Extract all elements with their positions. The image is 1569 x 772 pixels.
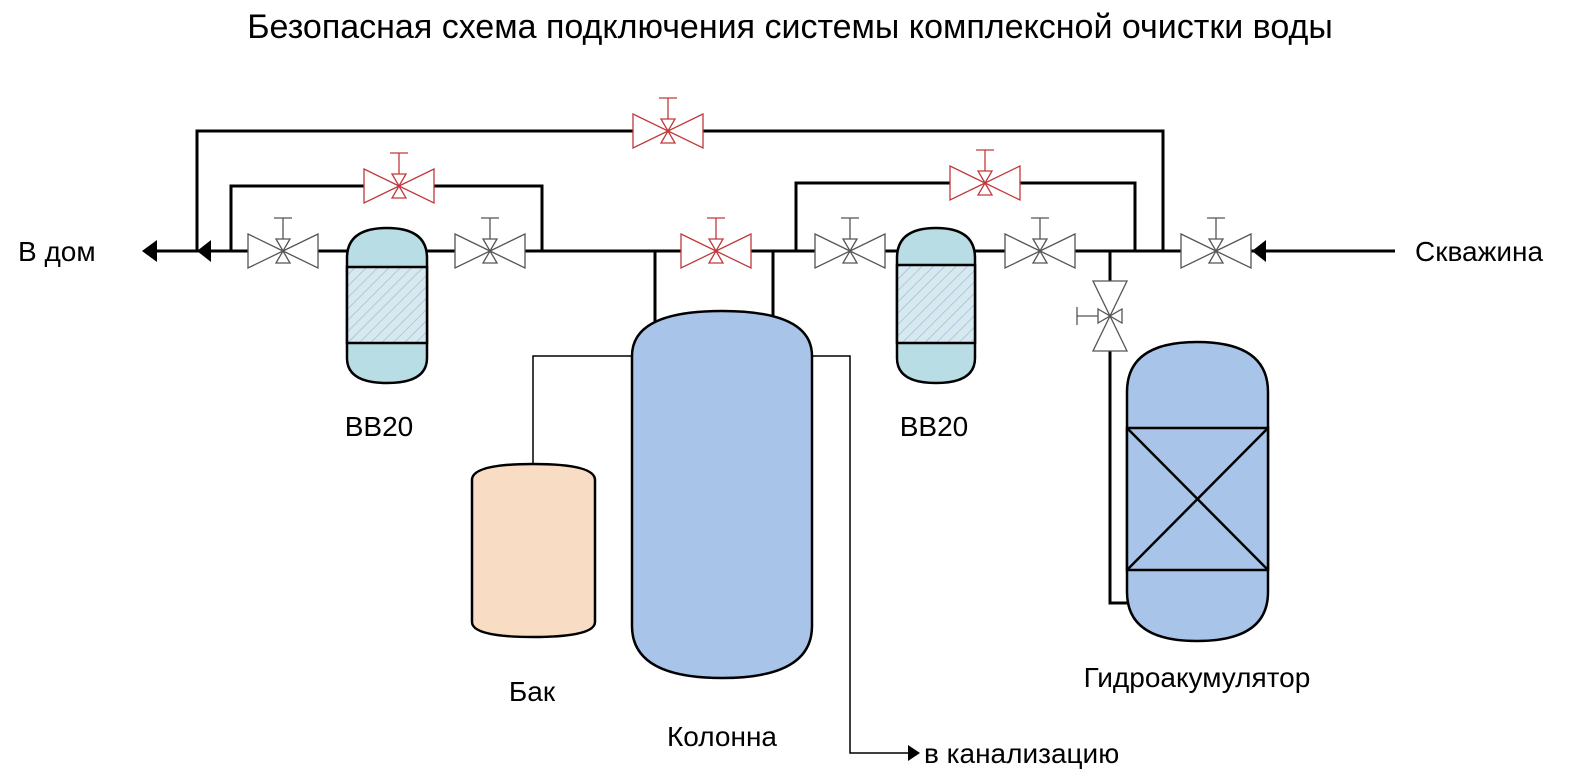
tank-line (532, 355, 632, 465)
arrow-from-well-icon (1252, 240, 1266, 262)
accumulator-pipe (1108, 251, 1130, 605)
gate-valve-icon (454, 217, 526, 270)
arrow-drain-icon (908, 745, 920, 761)
label-well: Скважина (1415, 236, 1543, 267)
valve-left-in[interactable] (247, 217, 319, 270)
gate-valve-icon (632, 97, 704, 150)
gate-valve-icon (814, 217, 886, 270)
valve-well-inlet[interactable] (1180, 217, 1252, 270)
filter-bb20-left[interactable] (345, 226, 429, 385)
filter-bb20-right[interactable] (895, 226, 977, 385)
bypass-valve-right[interactable] (949, 149, 1021, 202)
brine-tank[interactable] (470, 462, 597, 639)
label-house: В дом (18, 236, 96, 267)
arrow-to-house-icon (142, 240, 157, 262)
drain-line (812, 355, 910, 754)
label-column: Колонна (667, 721, 777, 752)
label-filter-left: BB20 (345, 411, 414, 442)
gate-valve-icon (247, 217, 319, 270)
gate-valve-icon (363, 152, 435, 205)
valve-right-out[interactable] (1004, 217, 1076, 270)
label-tank: Бак (509, 676, 556, 707)
label-drain: в канализацию (924, 738, 1119, 769)
label-accumulator: Гидроакумулятор (1084, 662, 1311, 693)
bypass-valve-column[interactable] (680, 217, 752, 270)
gate-valve-icon (680, 217, 752, 270)
hydro-accumulator[interactable] (1125, 340, 1270, 643)
valve-right-in[interactable] (814, 217, 886, 270)
filter-cartridge (895, 263, 977, 345)
gate-valve-icon (1180, 217, 1252, 270)
gate-valve-icon (1076, 280, 1129, 352)
bypass-valve-main[interactable] (632, 97, 704, 150)
valve-left-out[interactable] (454, 217, 526, 270)
accumulator-cross (1126, 427, 1269, 571)
gate-valve-icon (1004, 217, 1076, 270)
gate-valve-icon (949, 149, 1021, 202)
arrow-bypass-junction-icon (197, 240, 211, 262)
bypass-valve-left[interactable] (363, 152, 435, 205)
filter-cartridge (345, 265, 429, 345)
diagram-title: Безопасная схема подключения системы ком… (247, 8, 1333, 46)
valve-accumulator[interactable] (1076, 280, 1129, 352)
column-vessel[interactable] (630, 309, 814, 680)
label-filter-right: BB20 (900, 411, 969, 442)
